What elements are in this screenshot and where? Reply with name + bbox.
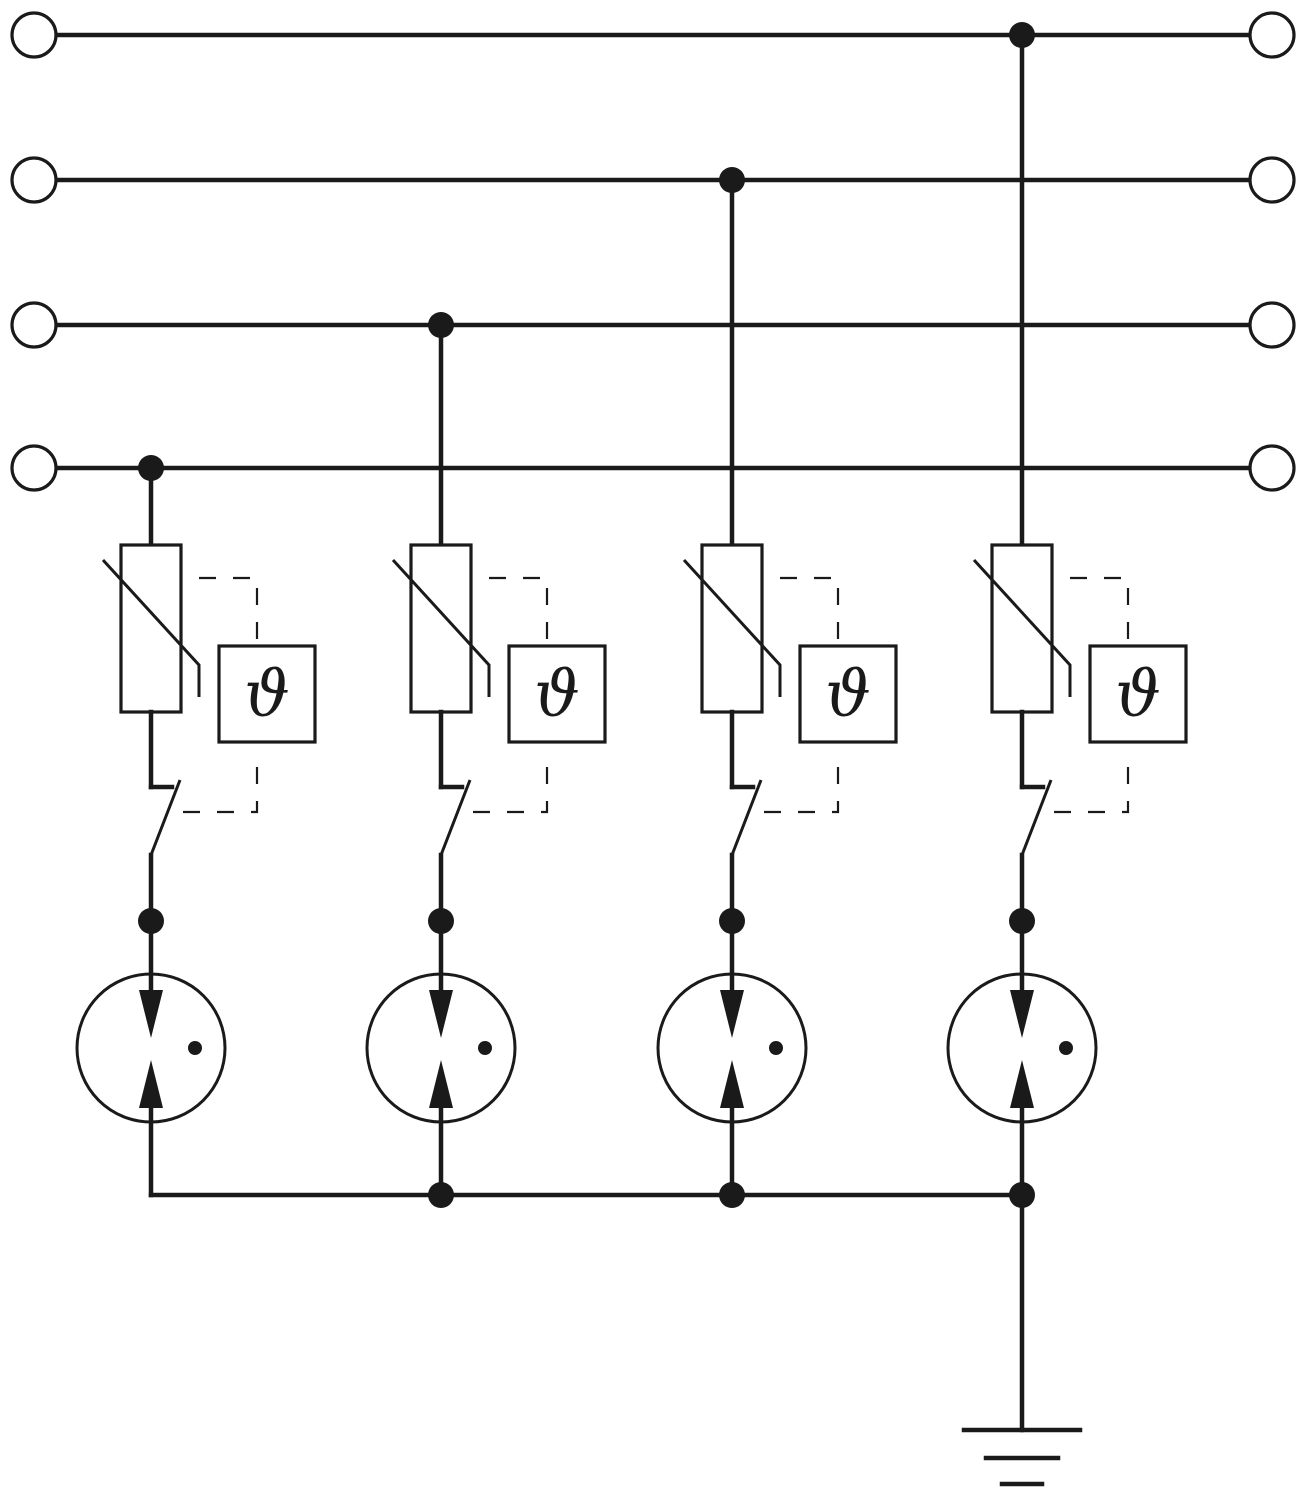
protection-branch-2: ϑ bbox=[365, 543, 607, 1198]
terminal-in-1 bbox=[10, 11, 58, 59]
terminal-in-3 bbox=[10, 301, 58, 349]
protection-branch-3: ϑ bbox=[656, 543, 898, 1198]
ground-icon bbox=[961, 1427, 1083, 1487]
thermal-link-bottom bbox=[747, 767, 840, 814]
terminal-out-4 bbox=[1248, 444, 1296, 492]
thermal-symbol: ϑ bbox=[244, 658, 290, 732]
thermal-link-top bbox=[489, 576, 549, 646]
switch-icon bbox=[438, 779, 472, 856]
thermal-link-top bbox=[780, 576, 840, 646]
junction-node bbox=[1009, 22, 1035, 48]
thermal-symbol: ϑ bbox=[825, 658, 871, 732]
varistor-icon bbox=[391, 543, 491, 714]
thermal-symbol: ϑ bbox=[1115, 658, 1161, 732]
thermal-sensor-icon: ϑ bbox=[217, 644, 317, 744]
gas-discharge-tube-icon bbox=[75, 972, 227, 1124]
bus-lines bbox=[53, 32, 1253, 471]
terminal-in-4 bbox=[10, 444, 58, 492]
switch-icon bbox=[729, 779, 763, 856]
switch-icon bbox=[148, 779, 182, 856]
junction-node bbox=[1009, 1182, 1035, 1208]
thermal-link-bottom bbox=[456, 767, 549, 814]
varistor-icon bbox=[101, 543, 201, 714]
terminals bbox=[10, 11, 1296, 492]
switch-icon bbox=[1019, 779, 1053, 856]
thermal-link-bottom bbox=[166, 767, 259, 814]
gas-discharge-tube-icon bbox=[365, 972, 517, 1124]
thermal-sensor-icon: ϑ bbox=[798, 644, 898, 744]
thermal-link-top bbox=[1070, 576, 1130, 646]
taps bbox=[138, 22, 1035, 548]
protection-branch-1: ϑ bbox=[75, 543, 317, 1198]
junction-node bbox=[428, 1182, 454, 1208]
varistor-icon bbox=[682, 543, 782, 714]
thermal-sensor-icon: ϑ bbox=[507, 644, 607, 744]
terminal-out-2 bbox=[1248, 156, 1296, 204]
thermal-sensor-icon: ϑ bbox=[1088, 644, 1188, 744]
protection-branch-4: ϑ bbox=[946, 543, 1188, 1433]
junction-node bbox=[428, 312, 454, 338]
junction-node bbox=[719, 908, 745, 934]
junction-node bbox=[138, 455, 164, 481]
junction-node bbox=[138, 908, 164, 934]
thermal-link-bottom bbox=[1037, 767, 1130, 814]
junction-node bbox=[719, 1182, 745, 1208]
terminal-out-3 bbox=[1248, 301, 1296, 349]
terminal-out-1 bbox=[1248, 11, 1296, 59]
thermal-symbol: ϑ bbox=[534, 658, 580, 732]
junction-node bbox=[428, 908, 454, 934]
junction-node bbox=[1009, 908, 1035, 934]
varistor-icon bbox=[972, 543, 1072, 714]
terminal-in-2 bbox=[10, 156, 58, 204]
gas-discharge-tube-icon bbox=[946, 972, 1098, 1124]
common-ground-bus bbox=[148, 1182, 1035, 1208]
gas-discharge-tube-icon bbox=[656, 972, 808, 1124]
thermal-link-top bbox=[199, 576, 259, 646]
junction-node bbox=[719, 167, 745, 193]
